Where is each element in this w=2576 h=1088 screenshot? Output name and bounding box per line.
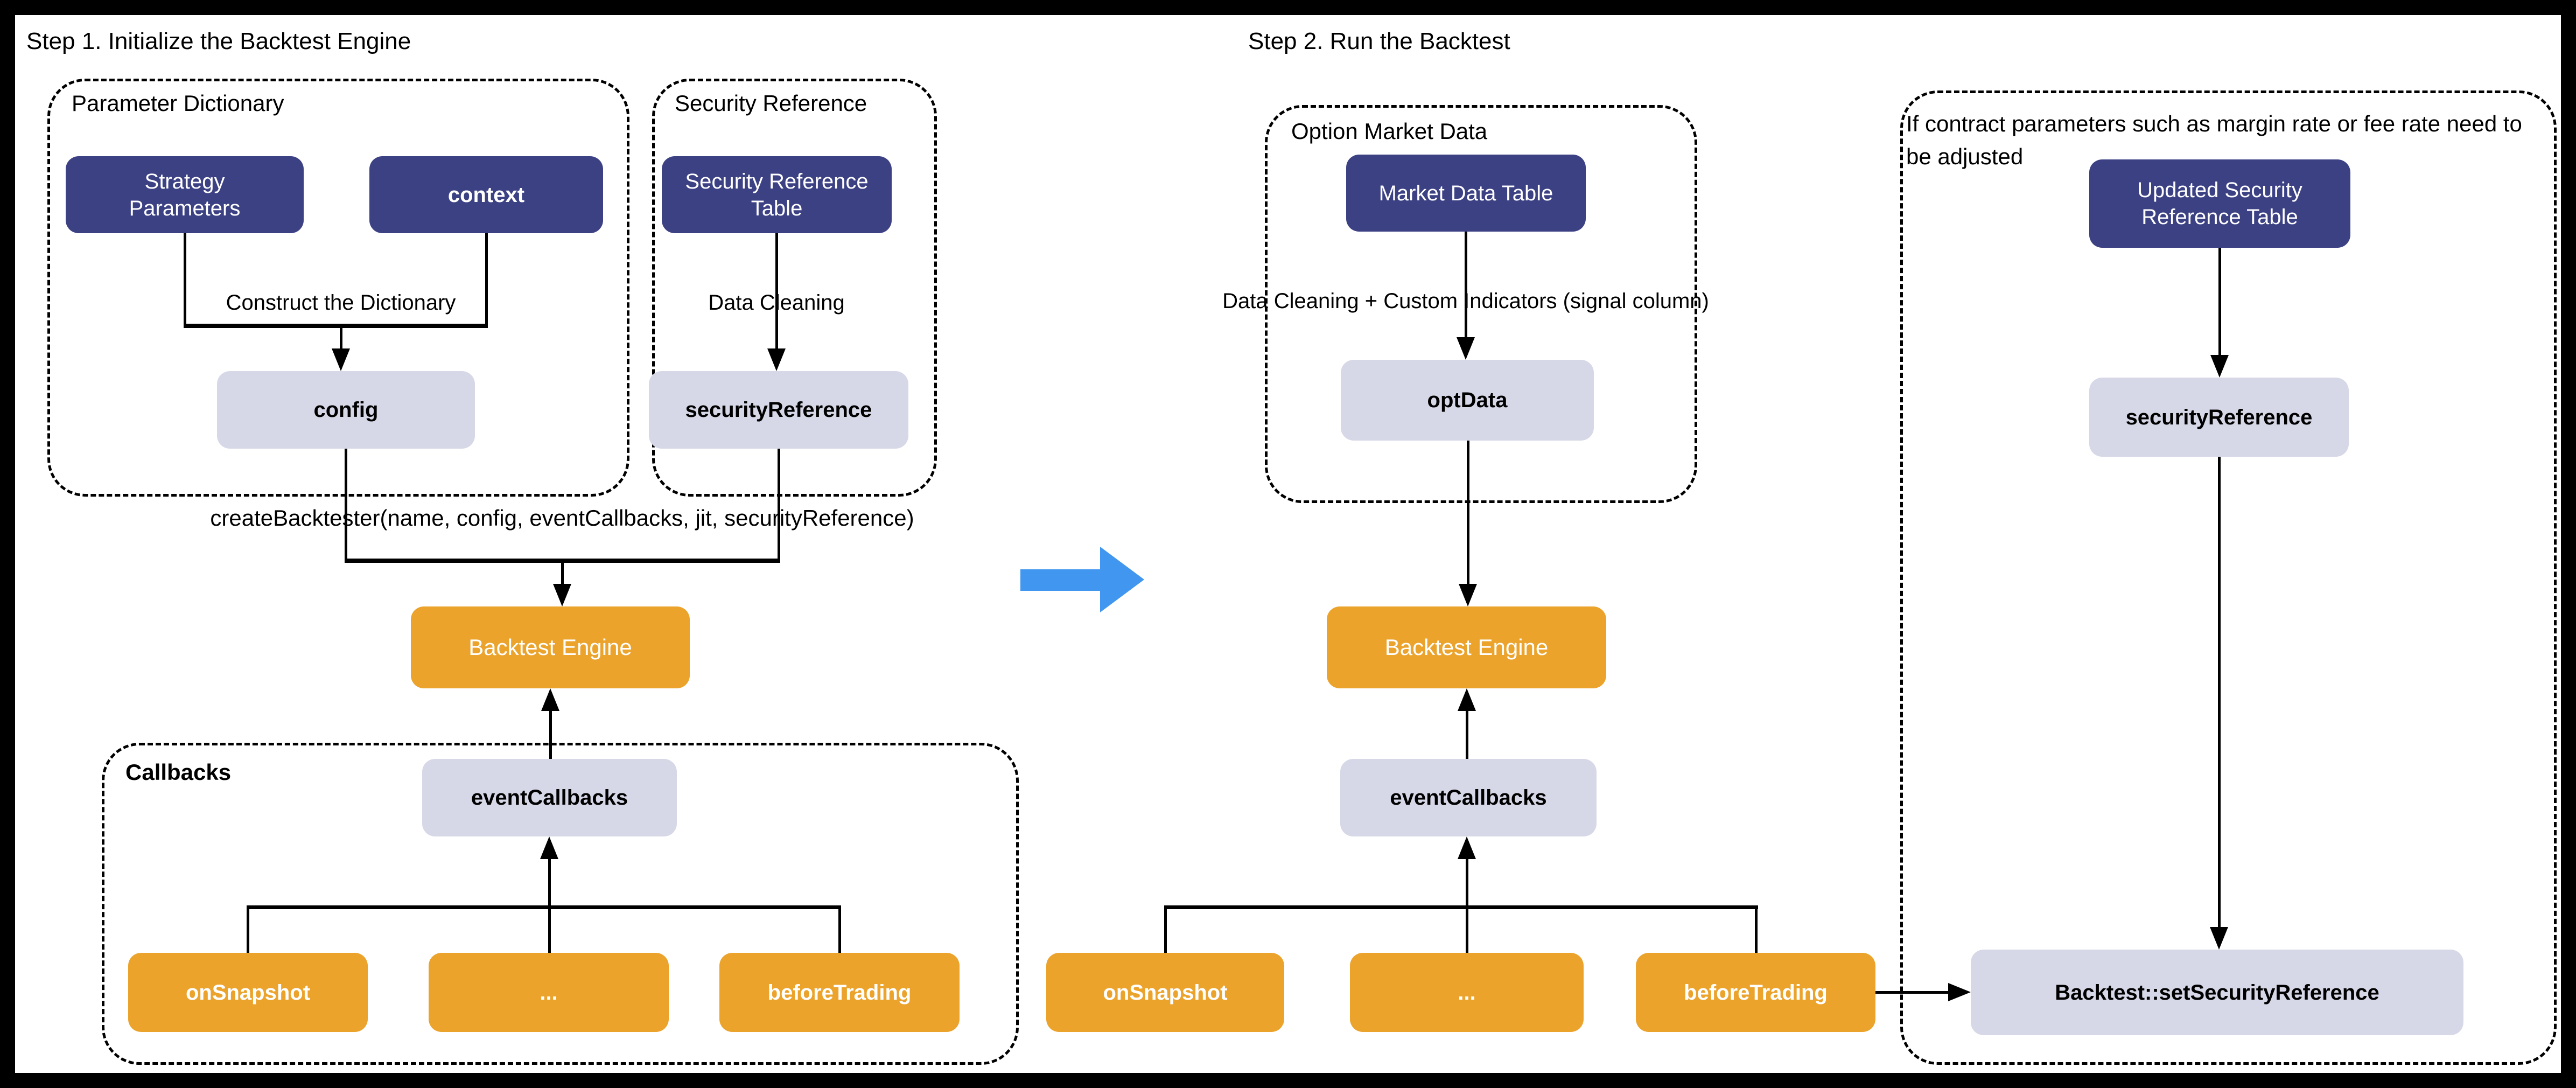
updated-security-reference-table-node: Updated Security Reference Table xyxy=(2089,159,2350,248)
opt-data-node: optData xyxy=(1341,360,1594,441)
data-cleaning-label: Data Cleaning xyxy=(708,291,845,315)
connector-merge-line xyxy=(1164,905,1758,909)
connector-line xyxy=(184,233,186,328)
arrowhead-up-icon xyxy=(540,836,558,859)
backtest-engine-node: Backtest Engine xyxy=(411,606,690,688)
arrowhead-down-icon xyxy=(2210,355,2229,378)
on-snapshot-node-step2: onSnapshot xyxy=(1046,953,1284,1032)
step-transition-arrow-head-icon xyxy=(1100,547,1144,612)
connector-line xyxy=(1465,232,1467,337)
security-reference-node: securityReference xyxy=(649,371,908,449)
callbacks-label: Callbacks xyxy=(125,759,232,785)
connector-line xyxy=(778,449,780,563)
before-trading-node: beforeTrading xyxy=(719,953,960,1032)
arrowhead-down-icon xyxy=(553,584,571,606)
connector-line xyxy=(1466,711,1468,759)
arrowhead-down-icon xyxy=(332,348,350,371)
arrowhead-down-icon xyxy=(767,348,786,371)
data-cleaning-indicators-label: Data Cleaning + Custom Indicators (signa… xyxy=(1222,289,1709,313)
event-callbacks-node-step2: eventCallbacks xyxy=(1340,759,1597,836)
context-node: context xyxy=(369,156,603,233)
option-market-data-label: Option Market Data xyxy=(1291,118,1488,144)
parameter-dictionary-label: Parameter Dictionary xyxy=(72,90,284,116)
arrowhead-up-icon xyxy=(541,688,559,711)
strategy-parameters-node: Strategy Parameters xyxy=(66,156,304,233)
connector-line xyxy=(2218,457,2221,927)
arrowhead-down-icon xyxy=(1459,584,1477,606)
event-callbacks-node: eventCallbacks xyxy=(422,759,677,836)
connector-line xyxy=(1467,441,1469,584)
arrowhead-up-icon xyxy=(1458,836,1476,859)
connector-line xyxy=(485,233,488,328)
adjustment-condition-text: If contract parameters such as margin ra… xyxy=(1906,111,2522,169)
security-reference-updated-node: securityReference xyxy=(2089,378,2349,457)
before-trading-node-step2: beforeTrading xyxy=(1636,953,1875,1032)
arrowhead-up-icon xyxy=(1458,688,1476,711)
config-node: config xyxy=(217,371,475,449)
adjustment-group xyxy=(1900,90,2557,1065)
callbacks-group xyxy=(102,743,1019,1065)
construct-dictionary-label: Construct the Dictionary xyxy=(226,291,456,315)
arrowhead-down-icon xyxy=(1457,337,1475,360)
market-data-table-node: Market Data Table xyxy=(1346,155,1586,232)
connector-line xyxy=(340,325,342,348)
option-market-data-group xyxy=(1265,105,1697,503)
connector-line xyxy=(838,905,841,953)
connector-line xyxy=(247,905,249,953)
connector-line xyxy=(775,233,778,348)
security-reference-group xyxy=(652,79,937,497)
connector-line xyxy=(1875,991,1948,994)
set-security-reference-node: Backtest::setSecurityReference xyxy=(1971,950,2463,1035)
create-backtester-call-label: createBacktester(name, config, eventCall… xyxy=(210,505,914,531)
parameter-dictionary-group xyxy=(47,79,629,497)
diagram-canvas: Step 1. Initialize the Backtest Engine S… xyxy=(15,15,2561,1073)
connector-line xyxy=(549,711,552,759)
connector-line xyxy=(345,449,347,563)
connector-merge-line xyxy=(184,324,488,328)
connector-line xyxy=(1755,905,1758,953)
ellipsis-node-step2: ... xyxy=(1350,953,1584,1032)
connector-line xyxy=(2218,248,2221,355)
step1-title: Step 1. Initialize the Backtest Engine xyxy=(26,28,411,54)
backtest-engine-node-step2: Backtest Engine xyxy=(1327,606,1606,688)
security-reference-table-node: Security Reference Table xyxy=(662,156,892,233)
step-transition-arrow xyxy=(1020,569,1100,591)
arrowhead-right-icon xyxy=(1948,983,1971,1001)
security-reference-label: Security Reference xyxy=(675,90,867,116)
step2-title: Step 2. Run the Backtest xyxy=(1248,28,1510,54)
ellipsis-node: ... xyxy=(429,953,669,1032)
on-snapshot-node: onSnapshot xyxy=(128,953,368,1032)
arrowhead-down-icon xyxy=(2210,927,2228,950)
connector-merge-line xyxy=(247,905,841,909)
connector-line xyxy=(1164,905,1167,953)
connector-line xyxy=(561,560,564,584)
